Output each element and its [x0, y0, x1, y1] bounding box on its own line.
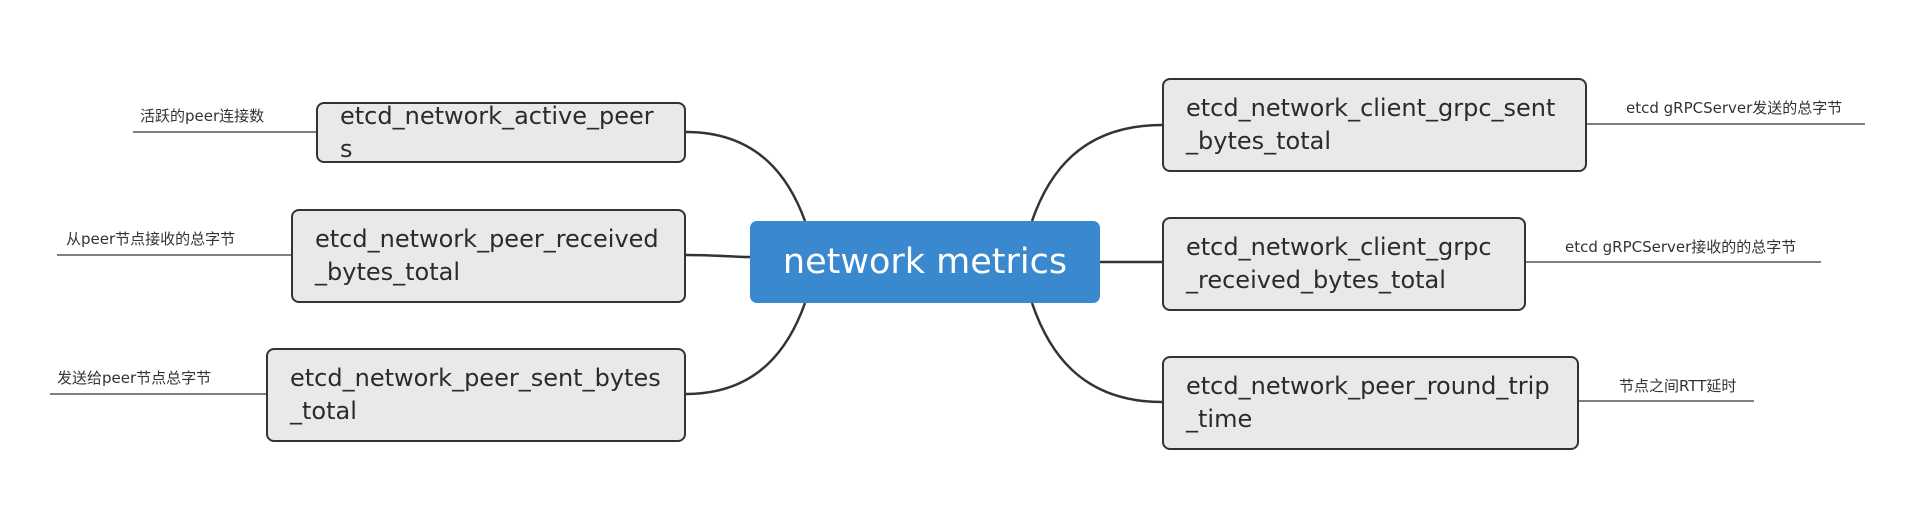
connector-peer-received	[685, 253, 751, 259]
node-peer-received[interactable]: etcd_network_peer_received_bytes_total	[291, 209, 686, 303]
node-grpc-sent-label: etcd_network_client_grpc_sent_bytes_tota…	[1186, 94, 1556, 155]
node-active-peers[interactable]: etcd_network_active_peers	[316, 102, 686, 163]
connector-round-trip	[1030, 302, 1163, 404]
node-peer-sent-label: etcd_network_peer_sent_bytes_total	[290, 364, 661, 425]
node-grpc-sent[interactable]: etcd_network_client_grpc_sent_bytes_tota…	[1162, 78, 1587, 172]
node-grpc-received-label: etcd_network_client_grpc_received_bytes_…	[1186, 233, 1492, 294]
connector-grpc-sent	[1030, 123, 1163, 222]
note-grpc-sent: etcd gRPCServer发送的总字节	[1626, 99, 1843, 117]
connector-peer-sent	[685, 302, 807, 396]
note-round-trip: 节点之间RTT延时	[1619, 377, 1737, 395]
note-peer-sent: 发送给peer节点总字节	[57, 369, 212, 387]
center-node-label: network metrics	[782, 242, 1068, 282]
connector-active-peers	[685, 130, 807, 222]
node-peer-received-label: etcd_network_peer_received_bytes_total	[315, 225, 659, 286]
note-active-peers: 活跃的peer连接数	[140, 107, 265, 125]
note-peer-received: 从peer节点接收的总字节	[66, 230, 236, 248]
node-active-peers-label: etcd_network_active_peers	[340, 102, 654, 163]
note-grpc-received: etcd gRPCServer接收的的总字节	[1565, 238, 1797, 256]
node-round-trip-label: etcd_network_peer_round_trip_time	[1186, 372, 1550, 433]
node-grpc-received[interactable]: etcd_network_client_grpc_received_bytes_…	[1162, 217, 1526, 311]
node-peer-sent[interactable]: etcd_network_peer_sent_bytes_total	[266, 348, 686, 442]
center-node[interactable]: network metrics	[750, 221, 1100, 303]
node-round-trip[interactable]: etcd_network_peer_round_trip_time	[1162, 356, 1579, 450]
